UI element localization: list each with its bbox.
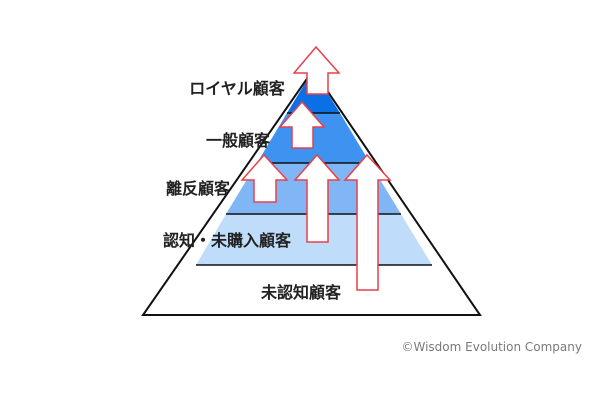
pyramid-outline	[141, 68, 482, 316]
up-arrow-icon	[293, 153, 341, 243]
label-churned-customers: 離反顧客	[166, 179, 231, 198]
band-unaware	[143, 265, 480, 315]
up-arrow-icon	[278, 100, 326, 149]
label-general-customers: 一般顧客	[206, 131, 271, 150]
copyright-text: ©Wisdom Evolution Company	[401, 340, 582, 354]
label-loyal-customers: ロイヤル顧客	[189, 79, 286, 98]
label-unaware-customers: 未認知顧客	[260, 283, 342, 302]
label-aware-not-purchased: 認知・未購入顧客	[163, 231, 292, 250]
up-arrow-icon	[292, 45, 341, 95]
up-arrow-icon	[343, 153, 392, 291]
up-arrow-icon	[240, 153, 289, 203]
